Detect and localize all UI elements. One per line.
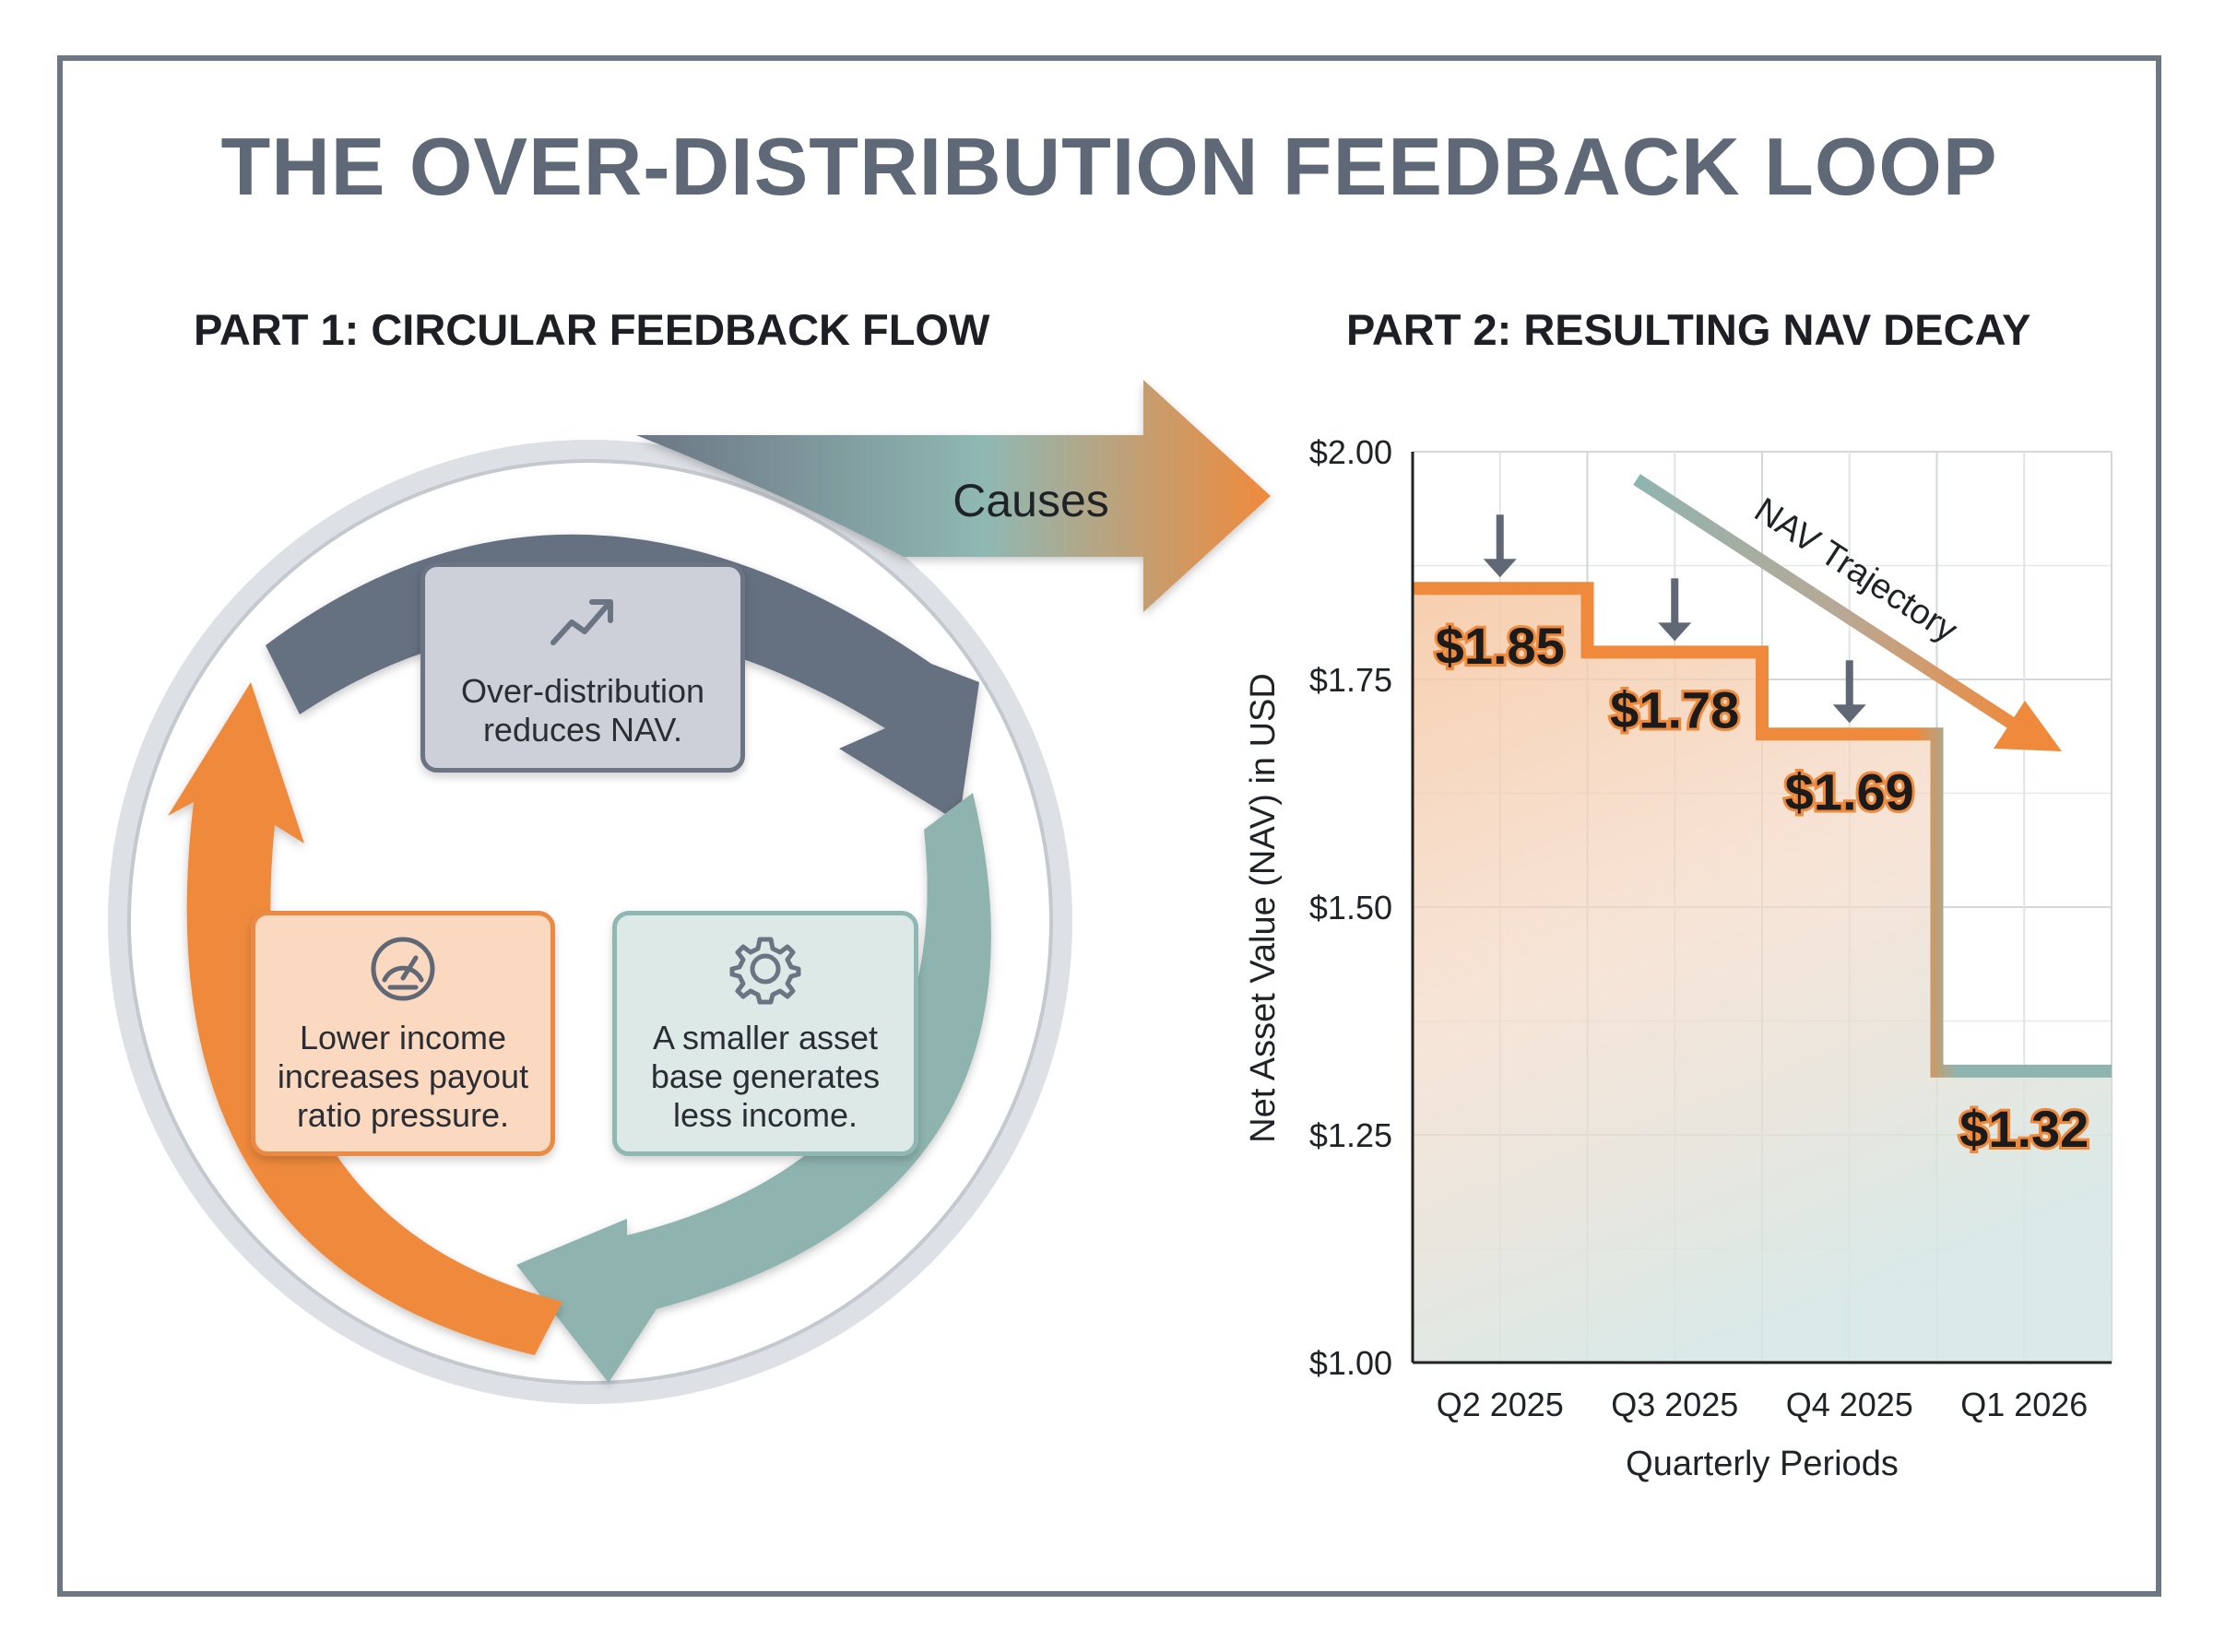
down-arrow-icon [1832,660,1866,724]
part1-title: PART 1: CIRCULAR FEEDBACK FLOW [194,305,990,354]
x-tick-labels: Q2 2025 Q3 2025 Q4 2025 Q1 2026 [1437,1386,2089,1423]
node-lower-income: Lower income increases payout ratio pres… [251,911,555,1156]
node-top-line-2: reduces NAV. [482,711,683,749]
x-tick-label: Q3 2025 [1611,1386,1738,1423]
chart-axes [1411,452,2112,1364]
down-arrow-head [1658,622,1692,642]
value-label: $1.32 [1959,1100,2089,1158]
y-axis-label: Net Asset Value (NAV) in USD [1244,673,1283,1143]
y-tick-label: $1.25 [1309,1116,1392,1154]
outer-frame [57,55,2161,1597]
x-tick-label: Q4 2025 [1786,1386,1913,1423]
gauge-icon [371,937,435,1001]
causes-arrow [636,380,1271,612]
trend-up-icon [550,599,613,645]
y-tick-label: $2.00 [1309,433,1392,471]
node-left-line-1: Lower income [299,1019,507,1056]
node-smaller-asset-base: A smaller asset base generates less inco… [612,911,918,1156]
node-over-distribution: Over-distribution reduces NAV. [420,562,745,773]
y-tick-labels: $2.00 $1.75 $1.50 $1.25 $1.00 [1309,433,1392,1382]
node-right-line-1: A smaller asset [652,1019,879,1056]
value-label: $1.69 [1785,762,1914,820]
drop-arrows [1483,514,1866,724]
y-tick-label: $1.75 [1309,661,1392,699]
node-left-line-2: increases payout [277,1057,529,1095]
arc-arrow-orange [168,682,562,1355]
y-tick-label: $1.50 [1309,889,1392,926]
page-title: THE OVER-DISTRIBUTION FEEDBACK LOOP [220,121,1998,212]
down-arrow-icon [1658,578,1692,642]
node-right-line-2: base generates [650,1057,881,1095]
y-tick-label: $1.00 [1309,1344,1392,1382]
outer-ring-edge [127,459,1053,1385]
trajectory-arrow-head [1994,701,2062,751]
node-right-line-3: less income. [672,1096,858,1134]
x-tick-label: Q1 2026 [1960,1386,2088,1423]
x-tick-label: Q2 2025 [1437,1386,1564,1423]
value-labels: $1.85 $1.78 $1.69 $1.32 [1433,614,2092,1161]
nav-step-line [1413,582,2112,1078]
down-arrow-head [1483,559,1517,578]
trajectory-arrow-shaft [1633,474,2023,734]
part2-title: PART 2: RESULTING NAV DECAY [1346,305,2031,354]
value-label: $1.78 [1610,680,1739,738]
nav-chart: $1.85 $1.78 $1.69 $1.32 $2.00 $1.75 $1.50 $1.2… [1244,433,2112,1483]
value-label: $1.85 [1436,617,1565,675]
causes-label: Causes [953,475,1109,526]
down-arrow-head [1832,704,1866,724]
arc-arrow-teal [516,793,991,1383]
node-left-line-3: ratio pressure. [296,1096,510,1134]
x-axis-label: Quarterly Periods [1626,1445,1899,1483]
node-top-line-1: Over-distribution [460,672,705,710]
gear-icon [729,937,801,1005]
down-arrow-icon [1483,514,1517,578]
outer-ring [108,440,1072,1404]
